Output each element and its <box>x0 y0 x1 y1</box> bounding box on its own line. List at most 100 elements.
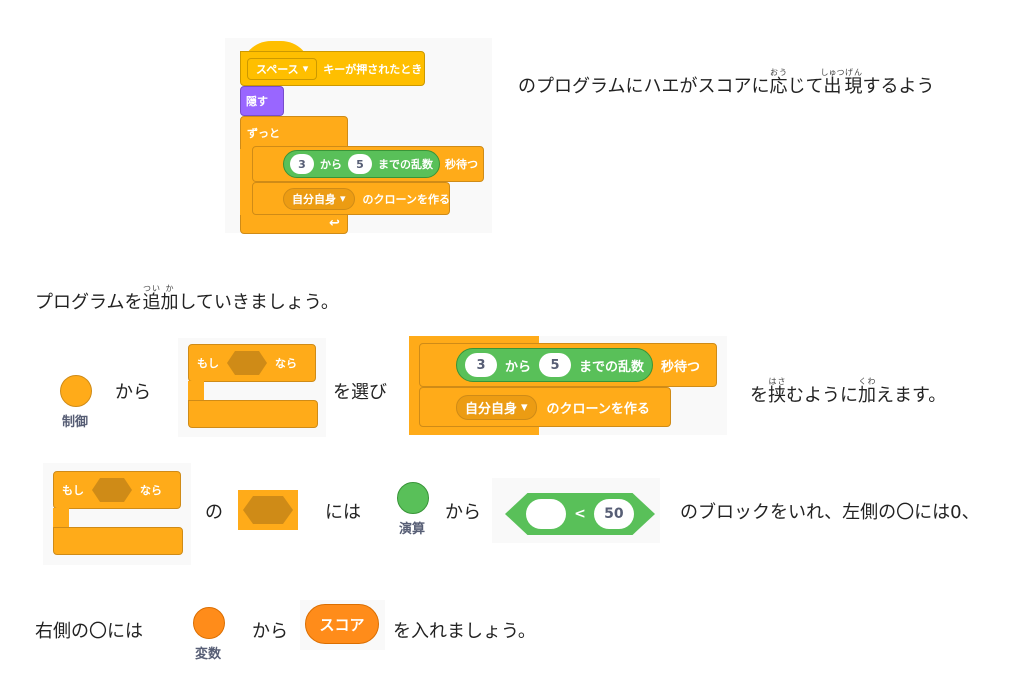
row5-post: を入れましょう。 <box>393 621 536 642</box>
hide-block[interactable]: 隠す <box>240 86 284 116</box>
clone-target-value: 自分自身 <box>292 192 336 206</box>
ruby-base: 加 <box>858 385 876 406</box>
key-dropdown[interactable]: スペース▾ <box>247 57 318 80</box>
ruby-text: はさ <box>768 377 786 386</box>
random-from-input[interactable]: 3 <box>290 154 314 174</box>
row5-text: 右側の〇には <box>35 621 143 642</box>
erabi-text: を選び <box>333 382 387 403</box>
ruby-text: げん <box>844 68 863 77</box>
condition-slot[interactable] <box>227 351 267 375</box>
hat-label: キーが押されたとき <box>323 62 423 76</box>
intro-post: するよう <box>862 76 935 97</box>
create-clone-block[interactable]: 自分自身 ▾ のクローンを作る <box>252 182 450 215</box>
wait-block[interactable]: 3 から 5 までの乱数 秒待つ <box>252 146 484 182</box>
ruby-base: 追 <box>142 292 161 313</box>
score-reporter-image: スコア <box>300 600 385 650</box>
random-label: までの乱数 <box>579 359 645 375</box>
operators-category-label: 演算 <box>398 522 425 537</box>
variables-category-button[interactable] <box>193 607 225 639</box>
niwa-text: には <box>325 502 361 523</box>
clone-target-value: 自分自身 <box>465 401 518 417</box>
ruby-text: おう <box>769 68 788 77</box>
intro-mid: じて <box>787 76 824 97</box>
create-clone-block[interactable]: 自分自身▾ のクローンを作る <box>419 387 671 427</box>
kara-text: から <box>252 621 288 642</box>
control-category-label: 制御 <box>61 415 88 430</box>
random-to-input[interactable]: 5 <box>348 154 372 174</box>
operators-category-button[interactable] <box>397 482 429 514</box>
left-operand-input[interactable] <box>526 499 567 529</box>
kara-label: から <box>320 158 342 171</box>
score-variable-reporter[interactable]: スコア <box>305 604 379 644</box>
caret-down-icon: ▾ <box>521 399 528 415</box>
wait-clone-image: 3 から 5 までの乱数 秒待つ 自分自身▾ のクローンを作る <box>409 336 727 435</box>
ruby-text: しゅつ <box>820 68 845 77</box>
ruby-tsui: 追つい <box>142 284 161 313</box>
key-value: スペース <box>256 62 299 76</box>
row3-mid: むように <box>786 385 858 406</box>
hide-label: 隠す <box>246 95 268 108</box>
line2-pre: プログラムを <box>35 292 143 313</box>
hexagon-slot <box>243 496 293 524</box>
kara-text: から <box>115 382 151 403</box>
ruby-base: 加 <box>160 292 179 313</box>
when-key-pressed-block[interactable]: スペース▾ キーが押されたとき <box>240 51 425 86</box>
ruby-ka: 加か <box>160 284 179 313</box>
right-operand-input[interactable]: 50 <box>593 499 634 529</box>
clone-target-dropdown[interactable]: 自分自身 ▾ <box>283 187 355 210</box>
caret-down-icon: ▾ <box>302 62 309 75</box>
line2-text: プログラムを追つい加かしていきましょう。 <box>35 284 339 315</box>
clone-label: のクローンを作る <box>362 192 450 206</box>
if-block-image: もし なら <box>178 338 326 437</box>
if-block[interactable]: もし なら <box>188 344 316 382</box>
operator-label: < <box>574 506 586 522</box>
line2-post: していきましょう。 <box>178 292 339 313</box>
wait-label: 秒待つ <box>661 359 701 375</box>
row3-pre: を <box>750 385 768 406</box>
if-block[interactable]: もし なら <box>53 471 181 509</box>
less-than-block[interactable]: < 50 <box>505 493 655 535</box>
random-block[interactable]: 3 から 5 までの乱数 <box>283 150 440 178</box>
ruby-hasa: 挟はさ <box>768 377 786 406</box>
clone-target-dropdown[interactable]: 自分自身▾ <box>456 394 537 420</box>
intro-pre: のプログラムにハエがスコアに <box>518 76 770 97</box>
random-block[interactable]: 3 から 5 までの乱数 <box>456 348 654 382</box>
loop-arrow-icon: ↩ <box>329 216 340 231</box>
variables-category-label: 変数 <box>194 647 221 662</box>
random-from-input[interactable]: 3 <box>465 353 497 377</box>
no-text: の <box>205 502 223 523</box>
wait-block[interactable]: 3 から 5 までの乱数 秒待つ <box>419 343 717 387</box>
caret-down-icon: ▾ <box>340 192 346 205</box>
condition-slot-image <box>238 490 298 530</box>
ruby-base: 応 <box>769 76 788 97</box>
ruby-text: か <box>160 284 179 293</box>
row3-post: えます。 <box>876 385 947 406</box>
clone-label: のクローンを作る <box>546 401 650 417</box>
random-to-input[interactable]: 5 <box>539 353 572 377</box>
control-category-button[interactable] <box>60 375 92 407</box>
if-label: もし <box>197 357 219 370</box>
intro-text: のプログラムにハエがスコアに応おうじて出しゅつ現げんするよう <box>518 68 934 99</box>
script-image-1: スペース▾ キーが押されたとき 隠す ずっと 3 から 5 までの乱数 秒待つ … <box>225 38 492 234</box>
then-label: なら <box>275 357 297 370</box>
row4-text: のブロックをいれ、左側の〇には0、 <box>680 502 980 523</box>
random-label: までの乱数 <box>378 158 433 171</box>
if-label: もし <box>62 484 84 497</box>
ruby-base: 出 <box>820 76 845 97</box>
ruby-text: つい <box>142 284 161 293</box>
kara-label: から <box>505 359 532 375</box>
ruby-ou: 応おう <box>769 68 788 97</box>
ruby-base: 現 <box>844 76 863 97</box>
ruby-gen: 現げん <box>844 68 863 97</box>
wait-label: 秒待つ <box>445 158 478 171</box>
ruby-base: 挟 <box>768 385 786 406</box>
condition-slot[interactable] <box>92 478 132 502</box>
ruby-kuwa: 加くわ <box>858 377 876 406</box>
less-than-block-image: < 50 <box>492 478 660 543</box>
kara-text: から <box>445 502 481 523</box>
row3-text: を挟はさむように加くわえます。 <box>750 377 946 408</box>
if-block-image: もし なら <box>43 463 191 565</box>
ruby-shutsu: 出しゅつ <box>820 68 845 97</box>
then-label: なら <box>140 484 162 497</box>
forever-label: ずっと <box>247 127 280 140</box>
